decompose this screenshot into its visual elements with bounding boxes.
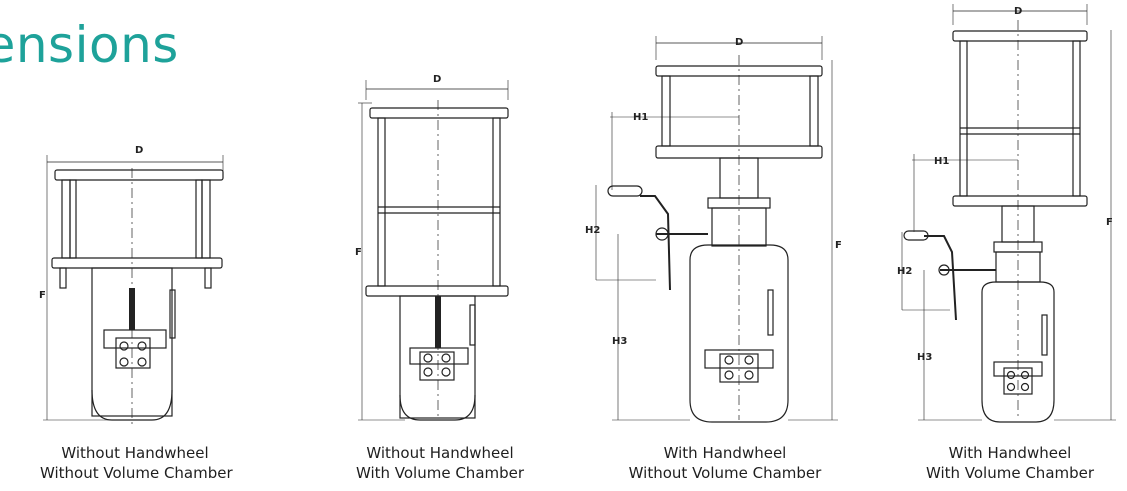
figure-caption: With Handwheel With Volume Chamber [900,443,1120,483]
caption-line-1: With Handwheel [663,444,787,462]
dimension-label-h3: H3 [612,336,627,347]
caption-line-2: Without Volume Chamber [628,464,822,482]
figure-caption: With Handwheel Without Volume Chamber [590,443,860,483]
figure-caption: Without Handwheel Without Volume Chamber [40,443,233,483]
dimension-label-h2: H2 [585,225,600,236]
actuator-drawing-2: D F [355,74,509,421]
dimension-label-f: F [1106,217,1113,228]
caption-line-2: With Volume Chamber [925,464,1095,482]
caption-line-1: With Handwheel [948,444,1072,462]
dimension-label-f: F [355,247,362,258]
dimension-label-h3: H3 [917,352,932,363]
page-title: Dimensions [0,16,179,74]
dimension-label-h1: H1 [633,112,648,123]
dimension-label-f: F [835,240,842,251]
caption-line-2: With Volume Chamber [355,464,525,482]
dimension-label-f: F [39,290,46,301]
dimension-label-d: D [135,145,143,156]
dimension-label-h1: H1 [934,156,949,167]
dimension-label-d: D [735,37,743,48]
dimension-label-h2: H2 [897,266,912,277]
actuator-drawing-3: D F H1 H2 H3 [585,36,842,423]
figure-caption: Without Handwheel With Volume Chamber [335,443,545,483]
caption-line-1: Without Handwheel [61,444,209,462]
dimension-label-d: D [433,74,441,85]
caption-line-2: Without Volume Chamber [40,464,233,482]
dimension-label-d: D [1014,6,1022,17]
actuator-drawing-1: D F [39,145,224,425]
caption-line-1: Without Handwheel [366,444,514,462]
